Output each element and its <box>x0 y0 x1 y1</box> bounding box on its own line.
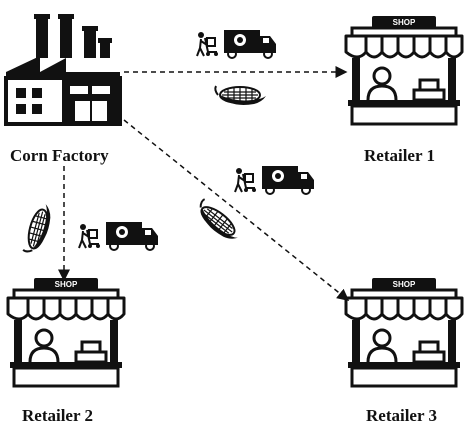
corn-icon <box>214 85 267 106</box>
corn-icon <box>21 200 56 257</box>
retailer-3-shop-icon <box>344 276 464 388</box>
factory-icon <box>4 14 122 126</box>
delivery-truck-icon <box>234 165 315 195</box>
edge-factory-retailer3 <box>123 119 350 301</box>
retailer-3-label: Retailer 3 <box>366 406 437 425</box>
retailer-1-label: Retailer 1 <box>364 146 435 165</box>
retailer-2-shop-icon <box>6 276 126 388</box>
factory-label: Corn Factory <box>10 146 109 165</box>
retailer-2-label: Retailer 2 <box>22 406 93 425</box>
delivery-truck-icon <box>78 221 159 251</box>
retailer-1-shop-icon <box>344 14 464 126</box>
corn-icon <box>191 197 246 246</box>
delivery-truck-icon <box>196 29 277 59</box>
